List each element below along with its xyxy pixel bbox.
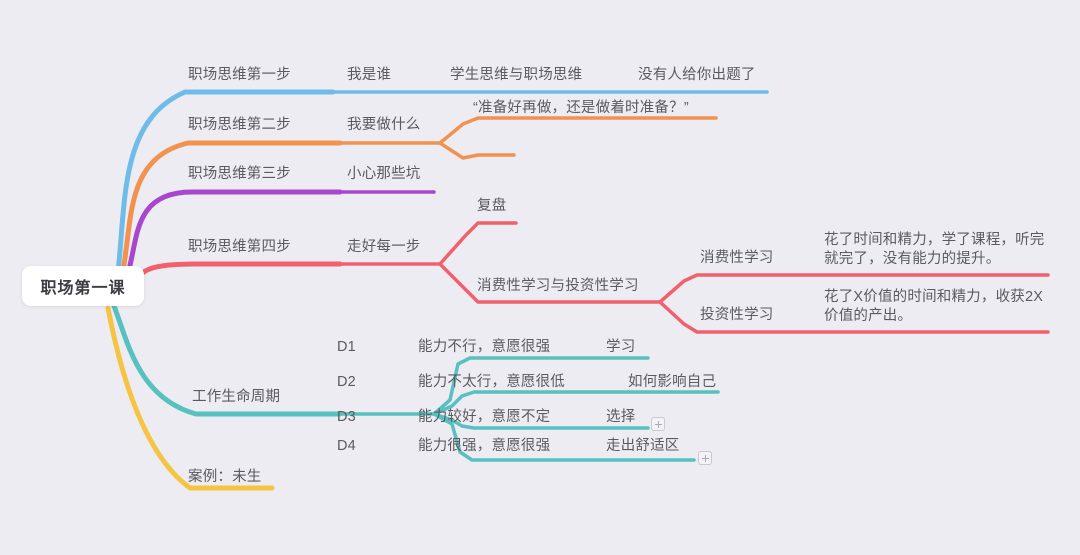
node-d2-desc[interactable]: 能力不太行，意愿很低 xyxy=(418,374,565,390)
node-investive-desc[interactable]: 花了X价值的时间和精力，收获2X价值的产出。 xyxy=(824,289,1044,324)
node-d1[interactable]: D1 xyxy=(337,339,356,355)
node-step-two[interactable]: 职场思维第二步 xyxy=(188,117,291,133)
node-student-vs-workplace[interactable]: 学生思维与职场思维 xyxy=(450,67,583,83)
node-d3-action-expand-icon[interactable] xyxy=(651,417,665,431)
node-review[interactable]: 复盘 xyxy=(477,198,507,214)
node-d3[interactable]: D3 xyxy=(337,409,356,425)
node-step-four[interactable]: 职场思维第四步 xyxy=(188,239,291,255)
node-work-lifecycle[interactable]: 工作生命周期 xyxy=(192,389,281,405)
root-node[interactable]: 职场第一课 xyxy=(22,266,144,306)
node-d2-action[interactable]: 如何影响自己 xyxy=(628,374,717,390)
node-investive-learning[interactable]: 投资性学习 xyxy=(700,307,774,323)
edge-step-two-split-lower xyxy=(438,141,516,160)
node-consumptive-vs-investive[interactable]: 消费性学习与投资性学习 xyxy=(477,278,639,294)
node-d4-desc[interactable]: 能力很强，意愿很强 xyxy=(418,438,551,454)
node-d3-desc[interactable]: 能力较好，意愿不定 xyxy=(418,409,551,425)
node-what-to-do[interactable]: 我要做什么 xyxy=(347,117,421,133)
root-node-label: 职场第一课 xyxy=(40,280,126,297)
edge-step-two-split-upper xyxy=(438,116,718,145)
node-d1-action[interactable]: 学习 xyxy=(606,339,636,355)
node-walk-every-step[interactable]: 走好每一步 xyxy=(347,239,421,255)
node-consumptive-learning[interactable]: 消费性学习 xyxy=(700,250,774,266)
node-step-one[interactable]: 职场思维第一步 xyxy=(188,67,291,83)
node-d2[interactable]: D2 xyxy=(337,374,356,390)
node-d1-desc[interactable]: 能力不行，意愿很强 xyxy=(418,339,551,355)
node-step-three[interactable]: 职场思维第三步 xyxy=(188,166,291,182)
node-no-one-sets-questions[interactable]: 没有人给你出题了 xyxy=(638,67,756,83)
node-prepare-quote[interactable]: “准备好再做，还是做着时准备？” xyxy=(473,100,689,116)
edge-root-to-step-three xyxy=(123,189,343,283)
node-consumptive-desc[interactable]: 花了时间和精力，学了课程，听完就完了，没有能力的提升。 xyxy=(824,232,1045,267)
edge-root-to-step-two xyxy=(119,140,343,279)
node-d4[interactable]: D4 xyxy=(337,438,356,454)
node-d4-action-expand-icon[interactable] xyxy=(698,451,712,465)
node-mind-the-pits[interactable]: 小心那些坑 xyxy=(347,166,421,182)
edge-step-four-split-upper xyxy=(438,221,518,266)
edge-root-to-step-four xyxy=(127,261,343,291)
node-case-weisheng[interactable]: 案例：未生 xyxy=(188,469,262,485)
node-d4-action[interactable]: 走出舒适区 xyxy=(606,438,680,454)
node-d3-action[interactable]: 选择 xyxy=(606,409,636,425)
node-who-am-i[interactable]: 我是谁 xyxy=(347,67,392,83)
